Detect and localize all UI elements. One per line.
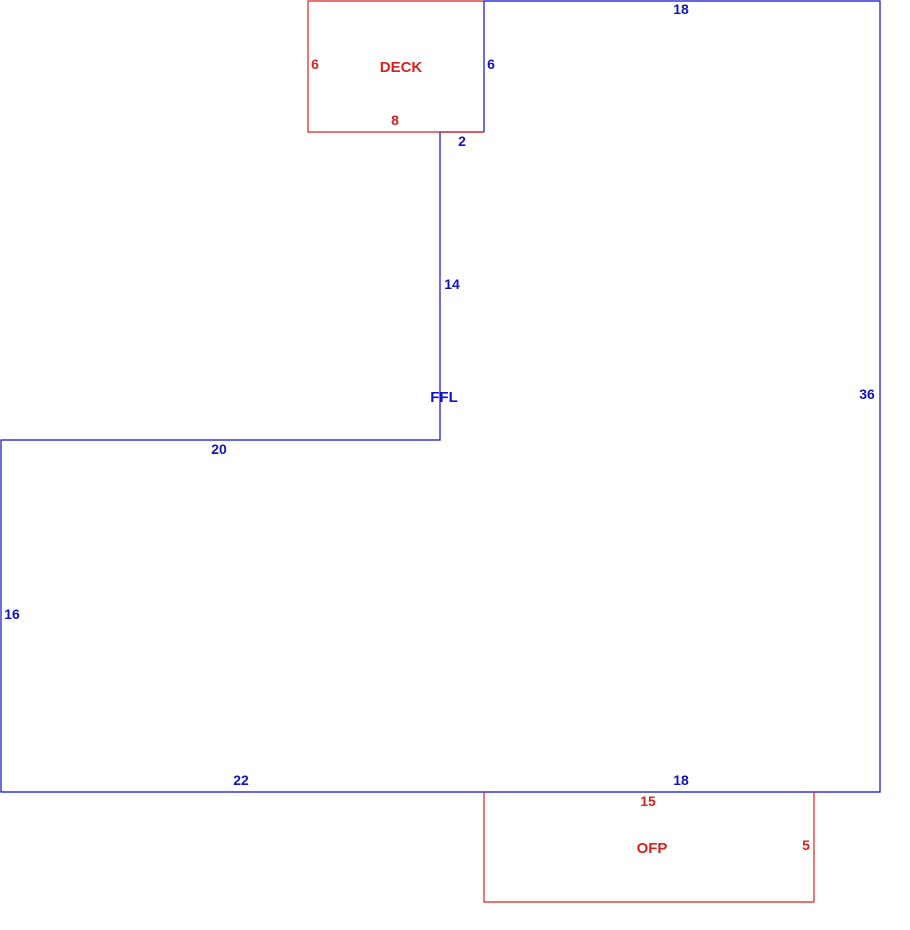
porch-top-dimension: 15: [640, 793, 656, 809]
main-area-outline: [0, 0, 881, 793]
porch-outline: [483, 792, 815, 903]
main-mid-horizontal-dimension: 20: [211, 441, 227, 457]
deck-outline: [307, 0, 484, 133]
main-deck-side-dimension: 6: [487, 56, 495, 72]
main-area-label: FFL: [430, 389, 458, 406]
main-top-dimension: 18: [673, 1, 689, 17]
main-step-dimension: 2: [458, 133, 466, 149]
deck-left-dimension: 6: [311, 56, 319, 72]
porch-area-label: OFP: [637, 840, 668, 857]
main-bottom-right-dimension: 18: [673, 772, 689, 788]
deck-area-label: DECK: [380, 59, 423, 76]
main-right-dimension: 36: [859, 386, 875, 402]
main-bottom-left-dimension: 22: [233, 772, 249, 788]
main-inner-vertical-dimension: 14: [444, 276, 460, 292]
main-left-dimension: 16: [4, 606, 20, 622]
porch-right-dimension: 5: [802, 837, 810, 853]
deck-bottom-dimension: 8: [391, 112, 399, 128]
